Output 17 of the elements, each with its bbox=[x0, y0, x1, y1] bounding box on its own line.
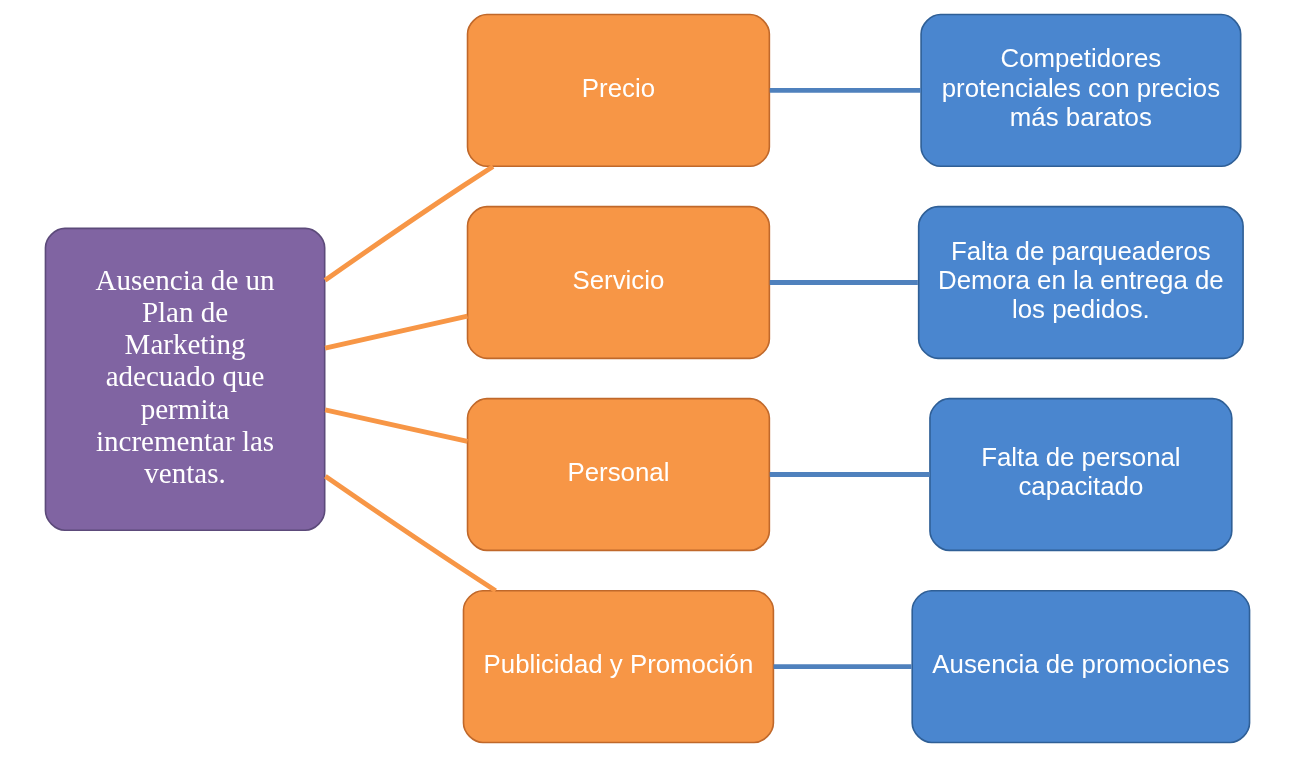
connector bbox=[773, 664, 912, 670]
node-box: Publicidad y Promoción bbox=[462, 589, 774, 744]
node-box: Precio bbox=[466, 13, 770, 168]
connector bbox=[769, 280, 918, 285]
connector bbox=[769, 472, 930, 477]
connector bbox=[769, 87, 921, 93]
node-box: Ausencia de promociones bbox=[910, 589, 1250, 744]
connector bbox=[323, 164, 494, 283]
node-box: Competidores protenciales con precios más baratos bbox=[919, 13, 1241, 168]
connector bbox=[323, 474, 497, 593]
node-box: Servicio bbox=[466, 205, 770, 360]
node-box: Personal bbox=[466, 397, 770, 552]
node-box: Falta de personal capacitado bbox=[928, 397, 1233, 552]
node-box: Ausencia de un Plan de Marketing adecuado que permita incrementar las ventas. bbox=[44, 227, 325, 532]
connector bbox=[324, 313, 468, 351]
connector bbox=[324, 407, 468, 444]
node-box: Falta de parqueaderos Demora en la entrega de los pedidos. bbox=[917, 205, 1244, 360]
